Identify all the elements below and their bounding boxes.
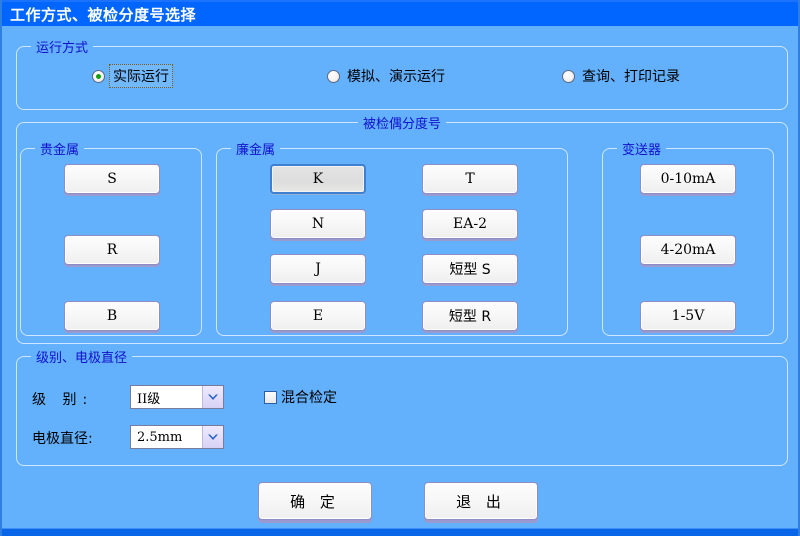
button-thermocouple-e[interactable]: E [270,301,366,331]
class-diameter-legend: 级别、电极直径 [31,347,133,366]
button-thermocouple-k[interactable]: K [270,164,366,194]
radio-actual-run-mark[interactable] [92,69,105,83]
noble-metal-group: 贵金属 [20,139,202,336]
radio-query-print-label: 查询、打印记录 [582,69,680,85]
window-title: 工作方式、被检分度号选择 [10,6,197,24]
mixed-verification-checkbox[interactable]: 混合检定 [264,387,337,407]
button-thermocouple-r[interactable]: R [64,235,160,265]
transmitter-group: 变送器 [602,139,774,336]
class-diameter-group: 级别、电极直径 [16,347,788,466]
button-short-type-r[interactable]: 短型 R [422,301,518,331]
class-label: 级 别: [32,392,94,408]
exit-button[interactable]: 退 出 [424,482,538,520]
radio-simulation-run-label: 模拟、演示运行 [347,69,445,85]
base-metal-group: 廉金属 [216,139,568,336]
radio-simulation-run[interactable]: 模拟、演示运行 [327,65,448,87]
title-bar: 工作方式、被检分度号选择 [2,0,798,26]
run-mode-group: 运行方式 实际运行 模拟、演示运行 查询、打印记录 [16,37,788,110]
radio-simulation-run-mark[interactable] [327,69,340,83]
button-short-type-s[interactable]: 短型 S [422,254,518,284]
class-select[interactable]: II级 [130,385,224,409]
status-strip [2,528,798,536]
noble-metal-legend: 贵金属 [35,139,85,158]
mixed-verification-label: 混合检定 [281,390,337,406]
button-range-4-20ma[interactable]: 4-20mA [640,235,736,265]
confirm-button[interactable]: 确 定 [258,482,372,520]
index-number-legend: 被检偶分度号 [357,113,447,132]
button-range-1-5v[interactable]: 1-5V [640,301,736,331]
radio-query-print[interactable]: 查询、打印记录 [562,65,683,87]
button-thermocouple-j[interactable]: J [270,254,366,284]
chevron-down-icon[interactable] [202,386,223,408]
radio-actual-run-label: 实际运行 [109,64,173,88]
run-mode-legend: 运行方式 [31,37,94,56]
button-thermocouple-s[interactable]: S [64,164,160,194]
button-thermocouple-b[interactable]: B [64,301,160,331]
button-thermocouple-n[interactable]: N [270,209,366,239]
base-metal-legend: 廉金属 [231,139,281,158]
class-select-value: II级 [137,391,161,407]
chevron-down-icon[interactable] [202,426,223,448]
index-number-group: 被检偶分度号 [16,113,788,344]
button-thermocouple-ea2[interactable]: EA-2 [422,209,518,239]
transmitter-legend: 变送器 [617,139,667,158]
button-range-0-10ma[interactable]: 0-10mA [640,164,736,194]
electrode-diameter-select-value: 2.5mm [137,429,183,445]
radio-query-print-mark[interactable] [562,69,575,83]
mixed-verification-checkbox-mark[interactable] [264,390,277,404]
electrode-diameter-label: 电极直径: [32,431,93,447]
button-thermocouple-t[interactable]: T [422,164,518,194]
radio-actual-run[interactable]: 实际运行 [92,64,173,88]
electrode-diameter-select[interactable]: 2.5mm [130,425,224,449]
